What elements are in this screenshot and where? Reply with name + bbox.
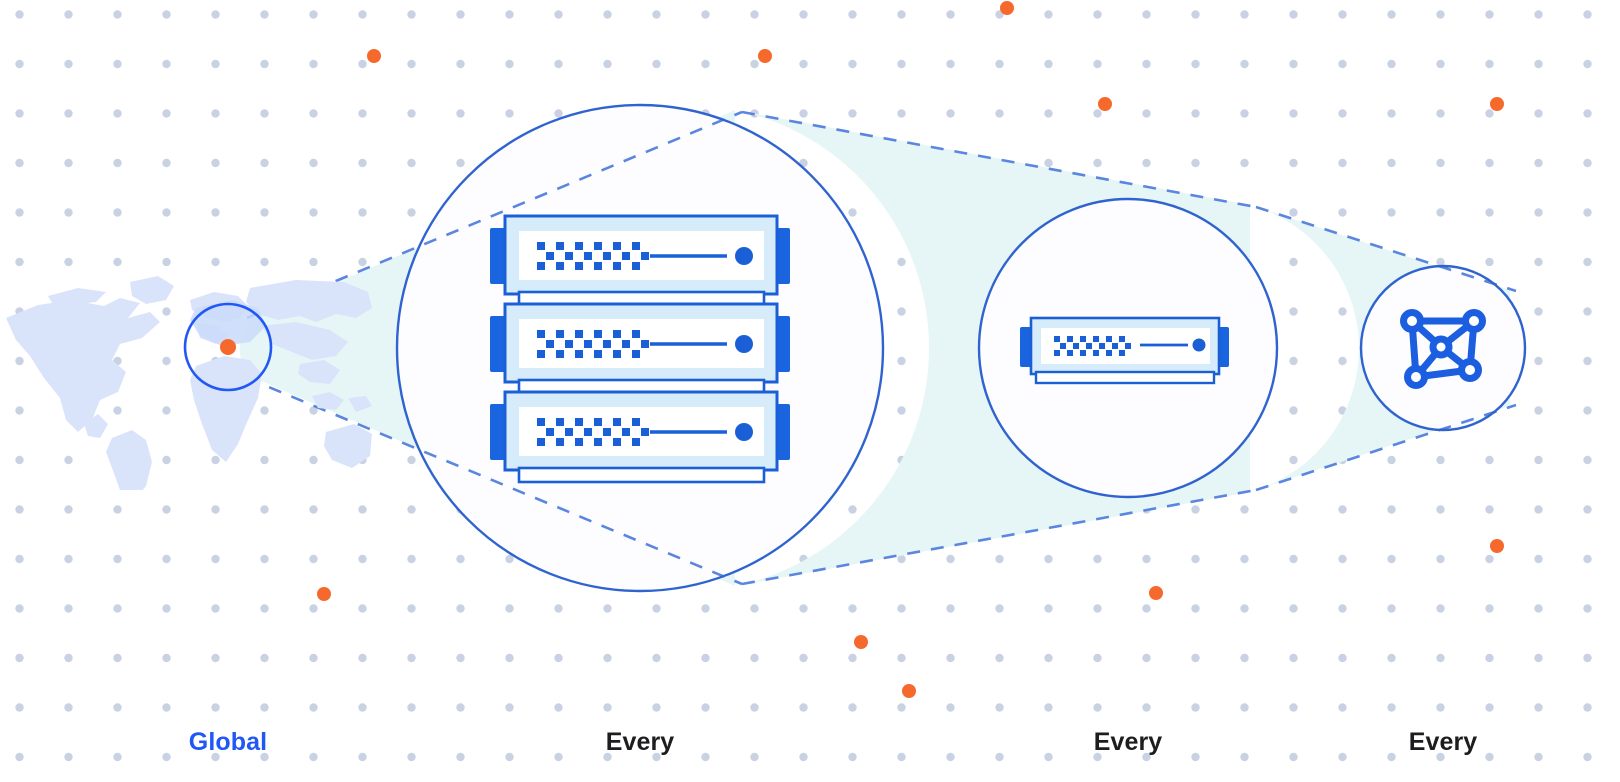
rack-unit-1 (490, 214, 790, 296)
server-circle (977, 197, 1279, 499)
dashed-line-server-bottom (1255, 403, 1517, 492)
label-line-1: Every (1093, 728, 1163, 756)
dashed-line-map-top (246, 110, 743, 320)
rack-rail-3 (517, 466, 766, 484)
dashed-line-dc-bottom (741, 488, 1257, 586)
rack-unit-3 (490, 390, 790, 472)
highlight-dot (1490, 539, 1504, 553)
highlight-dot (1149, 586, 1163, 600)
map-focus-circle (183, 302, 273, 392)
highlight-dot (854, 635, 868, 649)
label-service: Every service (1343, 667, 1543, 782)
highlight-dots (220, 1, 1504, 698)
highlight-dot (758, 49, 772, 63)
highlight-dot-map-marker (220, 339, 236, 355)
highlight-dot (1098, 97, 1112, 111)
dashed-line-server-top (1255, 205, 1517, 293)
dashed-line-map-bottom (246, 376, 743, 586)
highlight-dot (902, 684, 916, 698)
server-unit-icon (1020, 316, 1229, 385)
highlight-dot (367, 49, 381, 63)
label-line-1: Every (1408, 728, 1478, 756)
label-line-1: Every (605, 728, 675, 756)
rack-unit-2 (490, 302, 790, 384)
server-rack-icon (490, 214, 790, 484)
label-line-1: Global (188, 728, 268, 756)
highlight-dot (1000, 1, 1014, 15)
dashed-line-dc-top (741, 110, 1257, 209)
label-data-center: Every data center (520, 667, 760, 782)
highlight-dot (317, 587, 331, 601)
service-circle (1359, 264, 1527, 432)
server-rail (1034, 370, 1216, 385)
label-global-network: Global network (128, 667, 328, 782)
highlight-dot (1490, 97, 1504, 111)
dashed-guides (246, 110, 1517, 586)
label-server: Every server (1028, 667, 1228, 782)
network-mesh-icon (1400, 309, 1486, 389)
world-map-icon (6, 276, 372, 490)
data-center-circle (395, 103, 885, 593)
